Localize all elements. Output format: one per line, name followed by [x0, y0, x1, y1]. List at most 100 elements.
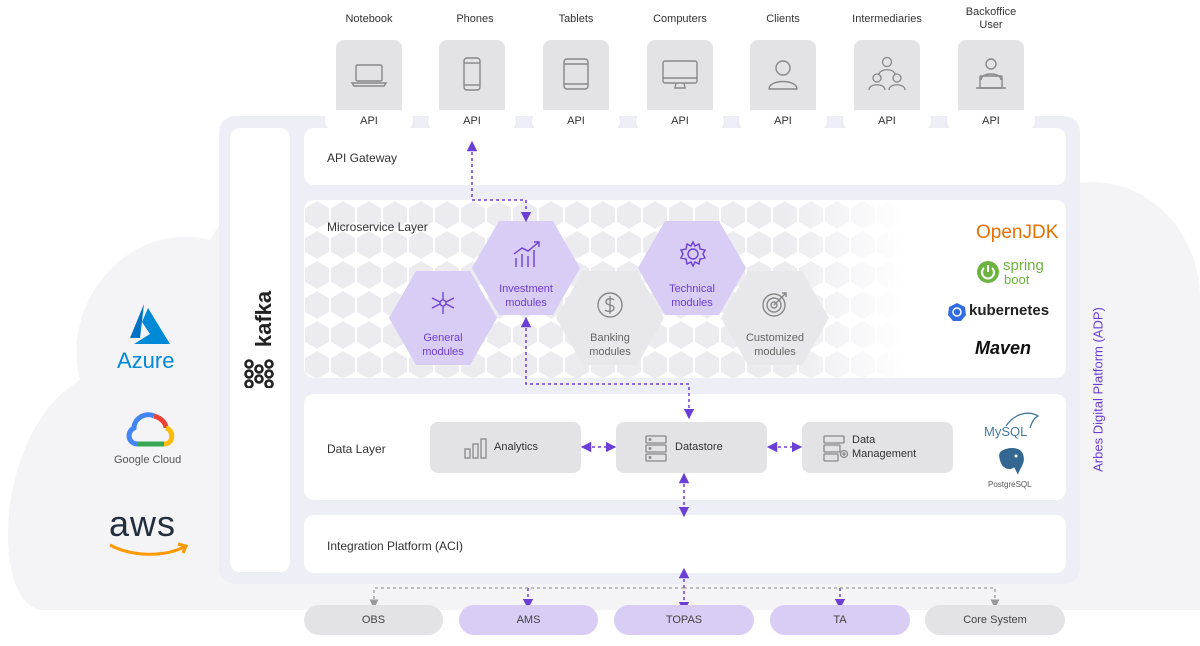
phone-icon [463, 57, 481, 91]
device-label-computers: Computers [653, 13, 707, 25]
api-pill-intermediaries[interactable]: API [843, 110, 931, 132]
azure-logo: Azure [110, 304, 190, 374]
kubernetes-word: kubernetes [969, 302, 1050, 319]
google-cloud-logo: Google Cloud [108, 410, 192, 470]
technical-module-line1: Technical [669, 283, 715, 295]
device-intermediaries[interactable] [854, 40, 920, 120]
mysql-logo: MySQL [984, 410, 1044, 442]
core-system-pill[interactable]: Core System [925, 605, 1065, 635]
spring-boot-logo: spring boot [976, 257, 1056, 288]
api-gateway-label: API Gateway [327, 151, 398, 165]
google-cloud-icon [126, 412, 175, 447]
monitor-icon [662, 60, 698, 89]
ta-pill[interactable]: TA [770, 605, 910, 635]
topas-pill[interactable]: TOPAS [614, 605, 754, 635]
analytics-box[interactable]: Analytics [430, 422, 581, 473]
aws-logo: aws [106, 503, 196, 565]
server-stack-icon [645, 435, 667, 462]
device-tablets[interactable] [543, 40, 609, 120]
device-label-backoffice-line1: Backoffice [965, 6, 1017, 18]
api-pill-phones[interactable]: API [428, 110, 516, 132]
google-cloud-word: Google Cloud [114, 454, 182, 466]
gear-icon [679, 240, 707, 268]
connector-investment-datastore [520, 316, 695, 420]
api-pill-computers[interactable]: API [636, 110, 724, 132]
dolphin-icon [1005, 412, 1040, 429]
customized-module-hex[interactable] [721, 271, 829, 365]
investment-module-line2: modules [505, 297, 547, 309]
device-label-tablets: Tablets [558, 13, 594, 25]
technical-module-hex[interactable] [638, 221, 746, 315]
investment-module-hex[interactable] [472, 221, 580, 315]
kubernetes-logo: kubernetes [947, 301, 1057, 323]
investment-module-label: Investment modules [476, 282, 576, 310]
device-phones[interactable] [439, 40, 505, 120]
device-label-clients: Clients [766, 13, 800, 25]
kafka-logo-icon [244, 359, 274, 388]
device-label-intermediaries: Intermediaries [852, 13, 922, 25]
datastore-box[interactable]: Datastore [616, 422, 767, 473]
laptop-icon [350, 64, 388, 87]
boot-word: boot [1004, 272, 1030, 287]
users-group-icon [868, 56, 906, 91]
general-module-line1: General [423, 332, 463, 344]
mysql-word: MySQL [984, 424, 1028, 439]
api-pill-clients[interactable]: API [739, 110, 827, 132]
server-settings-icon [823, 435, 849, 462]
api-pill-notebook[interactable]: API [325, 110, 413, 132]
device-notebook[interactable] [336, 40, 402, 120]
device-backoffice-user[interactable] [958, 40, 1024, 120]
helm-wheel-icon [948, 303, 966, 321]
investment-module-line1: Investment [499, 283, 553, 295]
device-clients[interactable] [750, 40, 816, 120]
datastore-label: Datastore [675, 441, 723, 453]
spring-word: spring [1003, 257, 1044, 274]
amazon-smile-icon [109, 542, 189, 556]
azure-triangle-icon [130, 304, 170, 344]
maven-logo: Maven [975, 338, 1032, 358]
integration-label: Integration Platform (ACI) [327, 539, 464, 553]
kafka-column: kafka [230, 128, 290, 572]
customized-module-line1: Customized [745, 332, 805, 344]
device-label-notebook: Notebook [345, 13, 393, 25]
device-label-phones: Phones [456, 13, 494, 25]
analytics-label: Analytics [494, 441, 539, 453]
openjdk-logo: OpenJDK [976, 222, 1059, 243]
growth-chart-icon [513, 241, 540, 267]
target-icon [762, 292, 787, 317]
power-icon [977, 261, 999, 283]
connector-gateway-investment [466, 140, 532, 223]
data-management-line1: Data [852, 434, 876, 446]
ams-pill[interactable]: AMS [459, 605, 598, 635]
integration-panel: Integration Platform (ACI) [304, 515, 1066, 573]
api-pill-tablets[interactable]: API [532, 110, 620, 132]
user-icon [768, 60, 798, 90]
microservice-label: Microservice Layer [327, 220, 428, 234]
customized-module-line2: modules [754, 346, 796, 358]
api-pill-backoffice[interactable]: API [947, 110, 1035, 132]
postgresql-logo: PostgreSQL [988, 446, 1048, 492]
backoffice-user-icon [976, 58, 1006, 89]
general-module-hex[interactable] [389, 271, 497, 365]
network-hub-icon [431, 292, 455, 314]
platform-label: Arbes Digital Platform (ADP) [1090, 307, 1106, 472]
connector-core-system [684, 587, 1000, 609]
general-module-line2: modules [422, 346, 464, 358]
tablet-icon [563, 58, 589, 90]
bar-chart-icon [464, 438, 487, 459]
device-computers[interactable] [647, 40, 713, 120]
aws-word: aws [109, 503, 177, 544]
technical-module-line2: modules [671, 297, 713, 309]
data-management-line2: Management [852, 448, 917, 460]
device-label-backoffice-line2: User [979, 19, 1003, 31]
customized-module-label: Customized modules [725, 331, 825, 359]
connector-obs [369, 587, 684, 609]
obs-pill[interactable]: OBS [304, 605, 443, 635]
elephant-icon [998, 447, 1025, 478]
data-layer-label: Data Layer [327, 442, 386, 456]
api-gateway-panel: API Gateway [304, 128, 1066, 185]
